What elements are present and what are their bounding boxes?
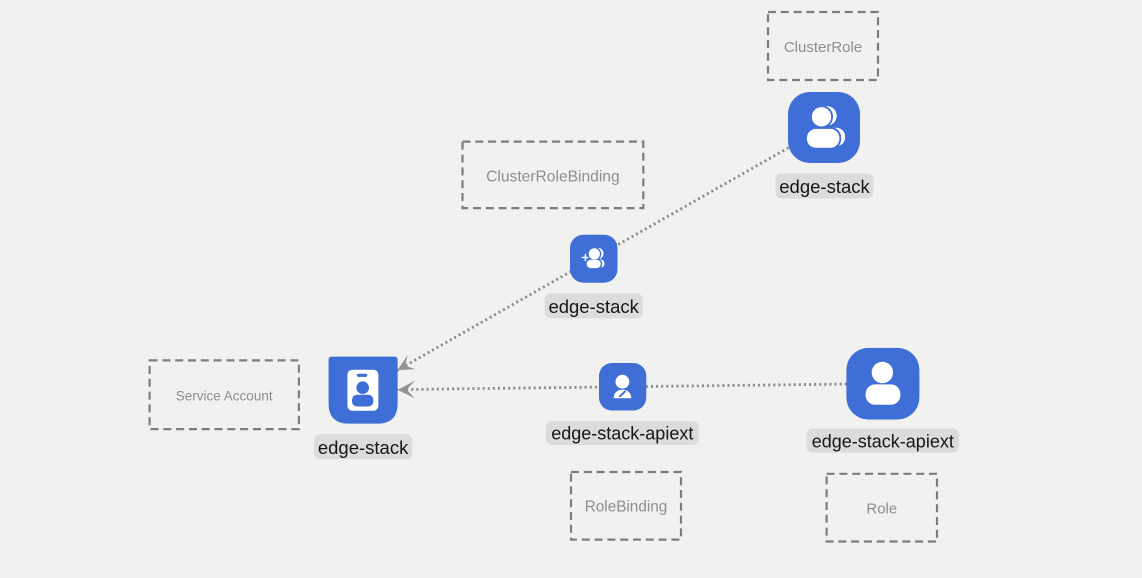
- svg-text:Service Account: Service Account: [176, 389, 273, 404]
- svg-text:edge-stack: edge-stack: [318, 437, 409, 458]
- svg-text:edge-stack-apiext: edge-stack-apiext: [812, 432, 954, 452]
- svg-text:edge-stack: edge-stack: [548, 296, 639, 317]
- svg-text:edge-stack: edge-stack: [779, 176, 870, 197]
- svg-text:RoleBinding: RoleBinding: [585, 499, 668, 516]
- svg-text:ClusterRoleBinding: ClusterRoleBinding: [486, 168, 619, 185]
- svg-text:ClusterRole: ClusterRole: [784, 39, 862, 56]
- svg-text:Role: Role: [866, 501, 897, 518]
- svg-text:edge-stack-apiext: edge-stack-apiext: [551, 424, 693, 444]
